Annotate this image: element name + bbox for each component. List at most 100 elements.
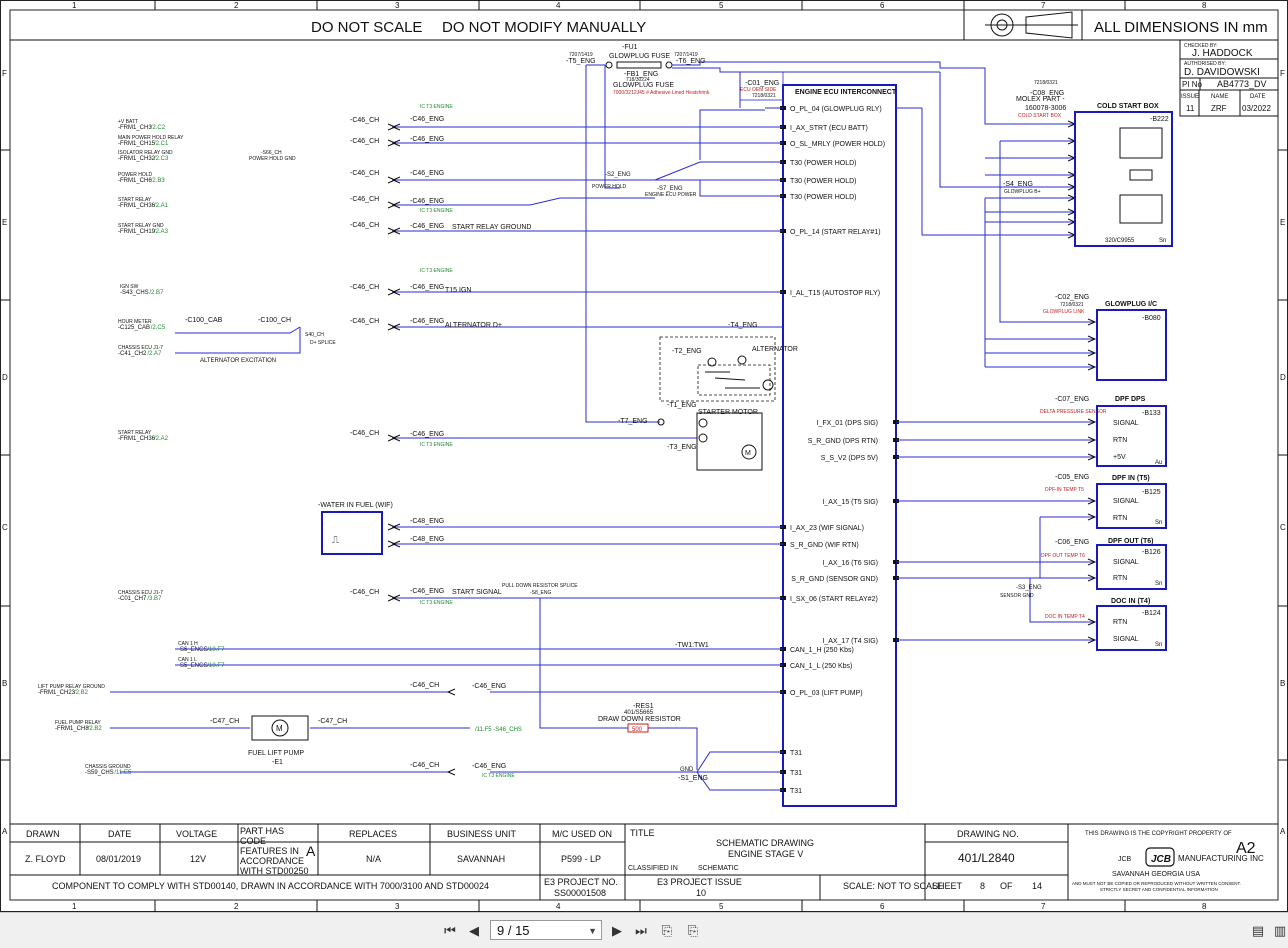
svg-text:-TW1:TW1: -TW1:TW1: [675, 642, 709, 649]
svg-text:CAN 1 H: CAN 1 H: [178, 641, 198, 647]
svg-text:-C46_CH: -C46_CH: [350, 589, 379, 596]
left-reference[interactable]: FUEL PUMP RELAY-FRM1_CH8/2.B2: [55, 720, 102, 732]
left-reference[interactable]: CHASSIS GROUND-S59_CHS/11.E5: [85, 764, 132, 776]
left-reference[interactable]: HOUR METER-C125_CAB/2.C5: [118, 319, 166, 331]
left-reference[interactable]: CHASSIS ECU J1-7-C01_CH7/3.B7: [118, 590, 163, 602]
dpf-in-group: -C05_ENG DPF-IN TEMP T5 DPF IN (T5) -B12…: [1045, 474, 1167, 529]
left-reference[interactable]: CAN 1 L-S5_ENGS/10.F7: [178, 657, 225, 669]
svg-text:IC T3 ENGINE: IC T3 ENGINE: [420, 268, 453, 274]
svg-text:FUEL PUMP RELAY: FUEL PUMP RELAY: [55, 720, 101, 726]
svg-text:POWER HOLD: POWER HOLD: [592, 184, 627, 190]
left-reference[interactable]: POWER HOLD-FRM1_CH6/2.B3: [118, 172, 165, 184]
svg-text:-T5_ENG: -T5_ENG: [566, 58, 596, 65]
svg-text:-B124: -B124: [1142, 610, 1161, 617]
svg-text:COLD START BOX: COLD START BOX: [1018, 113, 1062, 119]
svg-text:DPF OUT (T6): DPF OUT (T6): [1108, 538, 1154, 545]
grid-col-top: 4: [556, 1, 561, 10]
no-modify-note: DO NOT MODIFY MANUALLY: [442, 19, 646, 36]
projection-symbol-icon: [963, 10, 1083, 40]
left-reference[interactable]: START RELAY GND-FRM1_CH19/2.A3: [118, 223, 169, 235]
wif-sensor-icon: ⎍: [332, 535, 339, 546]
svg-text:MOLEX PART -: MOLEX PART -: [1016, 96, 1065, 103]
checked-by: J. HADDOCK: [1192, 48, 1253, 59]
connector-symbol: [387, 288, 397, 296]
fuel-lift-pump-symbol: [251, 715, 309, 741]
svg-text:-S3_ENG: -S3_ENG: [1016, 585, 1042, 591]
svg-text:718/30224: 718/30224: [626, 77, 650, 83]
svg-text:MAIN POWER HOLD RELAY: MAIN POWER HOLD RELAY: [118, 135, 184, 141]
last-page-icon[interactable]: ⏭: [635, 923, 647, 939]
svg-text:S40_CH: S40_CH: [305, 332, 324, 338]
svg-text:DPF IN (T5): DPF IN (T5): [1112, 475, 1150, 482]
svg-text:-B222: -B222: [1150, 116, 1169, 123]
svg-text:IGN SW: IGN SW: [120, 284, 139, 290]
rotate-left-icon[interactable]: ⎘: [661, 923, 673, 939]
svg-text:CAN 1 L: CAN 1 L: [178, 657, 197, 663]
svg-text:GLOWPLUG B+: GLOWPLUG B+: [1004, 189, 1041, 195]
connector-symbol: [387, 434, 397, 442]
svg-text:STRICTLY SECRET AND CONFIDENTI: STRICTLY SECRET AND CONFIDENTIAL INFORMA…: [1100, 887, 1218, 892]
issue-number: 11: [1186, 104, 1195, 113]
ecu-right-pins: I_FX_01 (DPS SIG)S_R_GND (DPS RTN)S_S_V2…: [791, 420, 899, 645]
svg-text:Sn: Sn: [1155, 520, 1162, 526]
left-reference[interactable]: +V BATT-FRM1_CH3/2.C2: [118, 119, 166, 131]
svg-text:/11.F5 -S46_CHS: /11.F5 -S46_CHS: [475, 727, 522, 733]
left-reference[interactable]: START RELAY-FRM1_CH36/2.A1: [118, 197, 169, 209]
svg-text:-C100_CH: -C100_CH: [258, 317, 291, 324]
dpf-dps-box: [1096, 405, 1167, 467]
no-scale-note: DO NOT SCALE: [311, 19, 422, 36]
left-reference[interactable]: CHASSIS ECU J1-7-C41_CH2/2.A7: [118, 345, 163, 357]
ecu-pin-label: T31: [790, 770, 802, 777]
svg-text:-C46_ENG: -C46_ENG: [410, 284, 444, 291]
grid-col-top: 5: [719, 1, 724, 10]
svg-text:AND MUST NOT BE COPIED OR REPR: AND MUST NOT BE COPIED OR REPRODUCED WIT…: [1072, 881, 1241, 886]
single-page-view-icon[interactable]: ▤: [1251, 923, 1265, 939]
ecu-pin-label: I_AX_15 (T5 SIG): [822, 499, 878, 506]
svg-text:DELTA PRESSURE SENSOR: DELTA PRESSURE SENSOR: [1040, 409, 1107, 415]
svg-text:DOC IN TEMP T4: DOC IN TEMP T4: [1045, 614, 1085, 620]
grid-row-right: D: [1280, 373, 1286, 382]
svg-text:RTN: RTN: [1113, 619, 1127, 626]
issue-date: 03/2022: [1242, 104, 1271, 113]
svg-text:IC T3 ENGINE: IC T3 ENGINE: [420, 600, 453, 606]
connector-symbol: [387, 540, 397, 548]
next-page-icon[interactable]: ▶: [612, 923, 622, 939]
two-page-view-icon[interactable]: ▥: [1273, 923, 1287, 939]
ecu-pin-label: S_R_GND (DPS RTN): [808, 438, 878, 445]
svg-text:-C100_CAB: -C100_CAB: [185, 317, 223, 324]
svg-text:GLOWPLUG FUSE: GLOWPLUG FUSE: [609, 53, 670, 60]
replaces: N/A: [366, 854, 381, 864]
left-reference[interactable]: ISOLATOR RELAY GND-FRM1_CH32/2.C3: [118, 150, 173, 162]
first-page-icon[interactable]: ⏮: [444, 923, 456, 939]
connector-symbol: [387, 139, 397, 147]
left-reference[interactable]: IGN SW-S43_CHS/2.B7: [120, 284, 164, 296]
svg-text:DRAW DOWN RESISTOR: DRAW DOWN RESISTOR: [598, 716, 681, 723]
left-reference[interactable]: MAIN POWER HOLD RELAY-FRM1_CH15/2.C1: [118, 135, 184, 147]
outer-frame: [0, 0, 1288, 912]
left-reference[interactable]: CAN 1 H-S6_ENGS/10.F7: [178, 641, 225, 653]
svg-text:-C06_ENG: -C06_ENG: [1055, 539, 1089, 546]
svg-text:/2.B3: /2.B3: [151, 178, 166, 184]
svg-text:START RELAY GND: START RELAY GND: [118, 223, 164, 229]
left-reference[interactable]: START RELAY-FRM1_CH36/2.A2: [118, 430, 169, 442]
svg-text:DRAWING NO.: DRAWING NO.: [957, 829, 1019, 839]
rotate-right-icon[interactable]: ⎘: [687, 923, 699, 939]
drawing-title-1: SCHEMATIC DRAWING: [716, 838, 814, 848]
left-reference[interactable]: LIFT PUMP RELAY GROUND-FRM1_CH23/2.B2: [38, 684, 105, 696]
svg-text:TITLE: TITLE: [630, 828, 655, 838]
svg-text:/2.B7: /2.B7: [149, 290, 164, 296]
svg-text:-C46_ENG: -C46_ENG: [410, 170, 444, 177]
svg-text:-FRM1_CH32: -FRM1_CH32: [118, 156, 156, 162]
svg-text:/10.F7: /10.F7: [207, 647, 225, 653]
engine-ecu-interconnect-box: [782, 84, 897, 807]
page-number-field[interactable]: 9 / 15 ▼: [490, 920, 602, 940]
svg-text:-C46_ENG: -C46_ENG: [410, 136, 444, 143]
svg-text:GLOWPLUG LINK: GLOWPLUG LINK: [1043, 309, 1085, 315]
svg-text:IC T3 ENGINE: IC T3 ENGINE: [420, 208, 453, 214]
previous-page-icon[interactable]: ◀: [469, 923, 479, 939]
connector-symbol: [1087, 349, 1097, 357]
connector-symbol: [391, 523, 401, 531]
svg-text:GND: GND: [680, 767, 694, 773]
